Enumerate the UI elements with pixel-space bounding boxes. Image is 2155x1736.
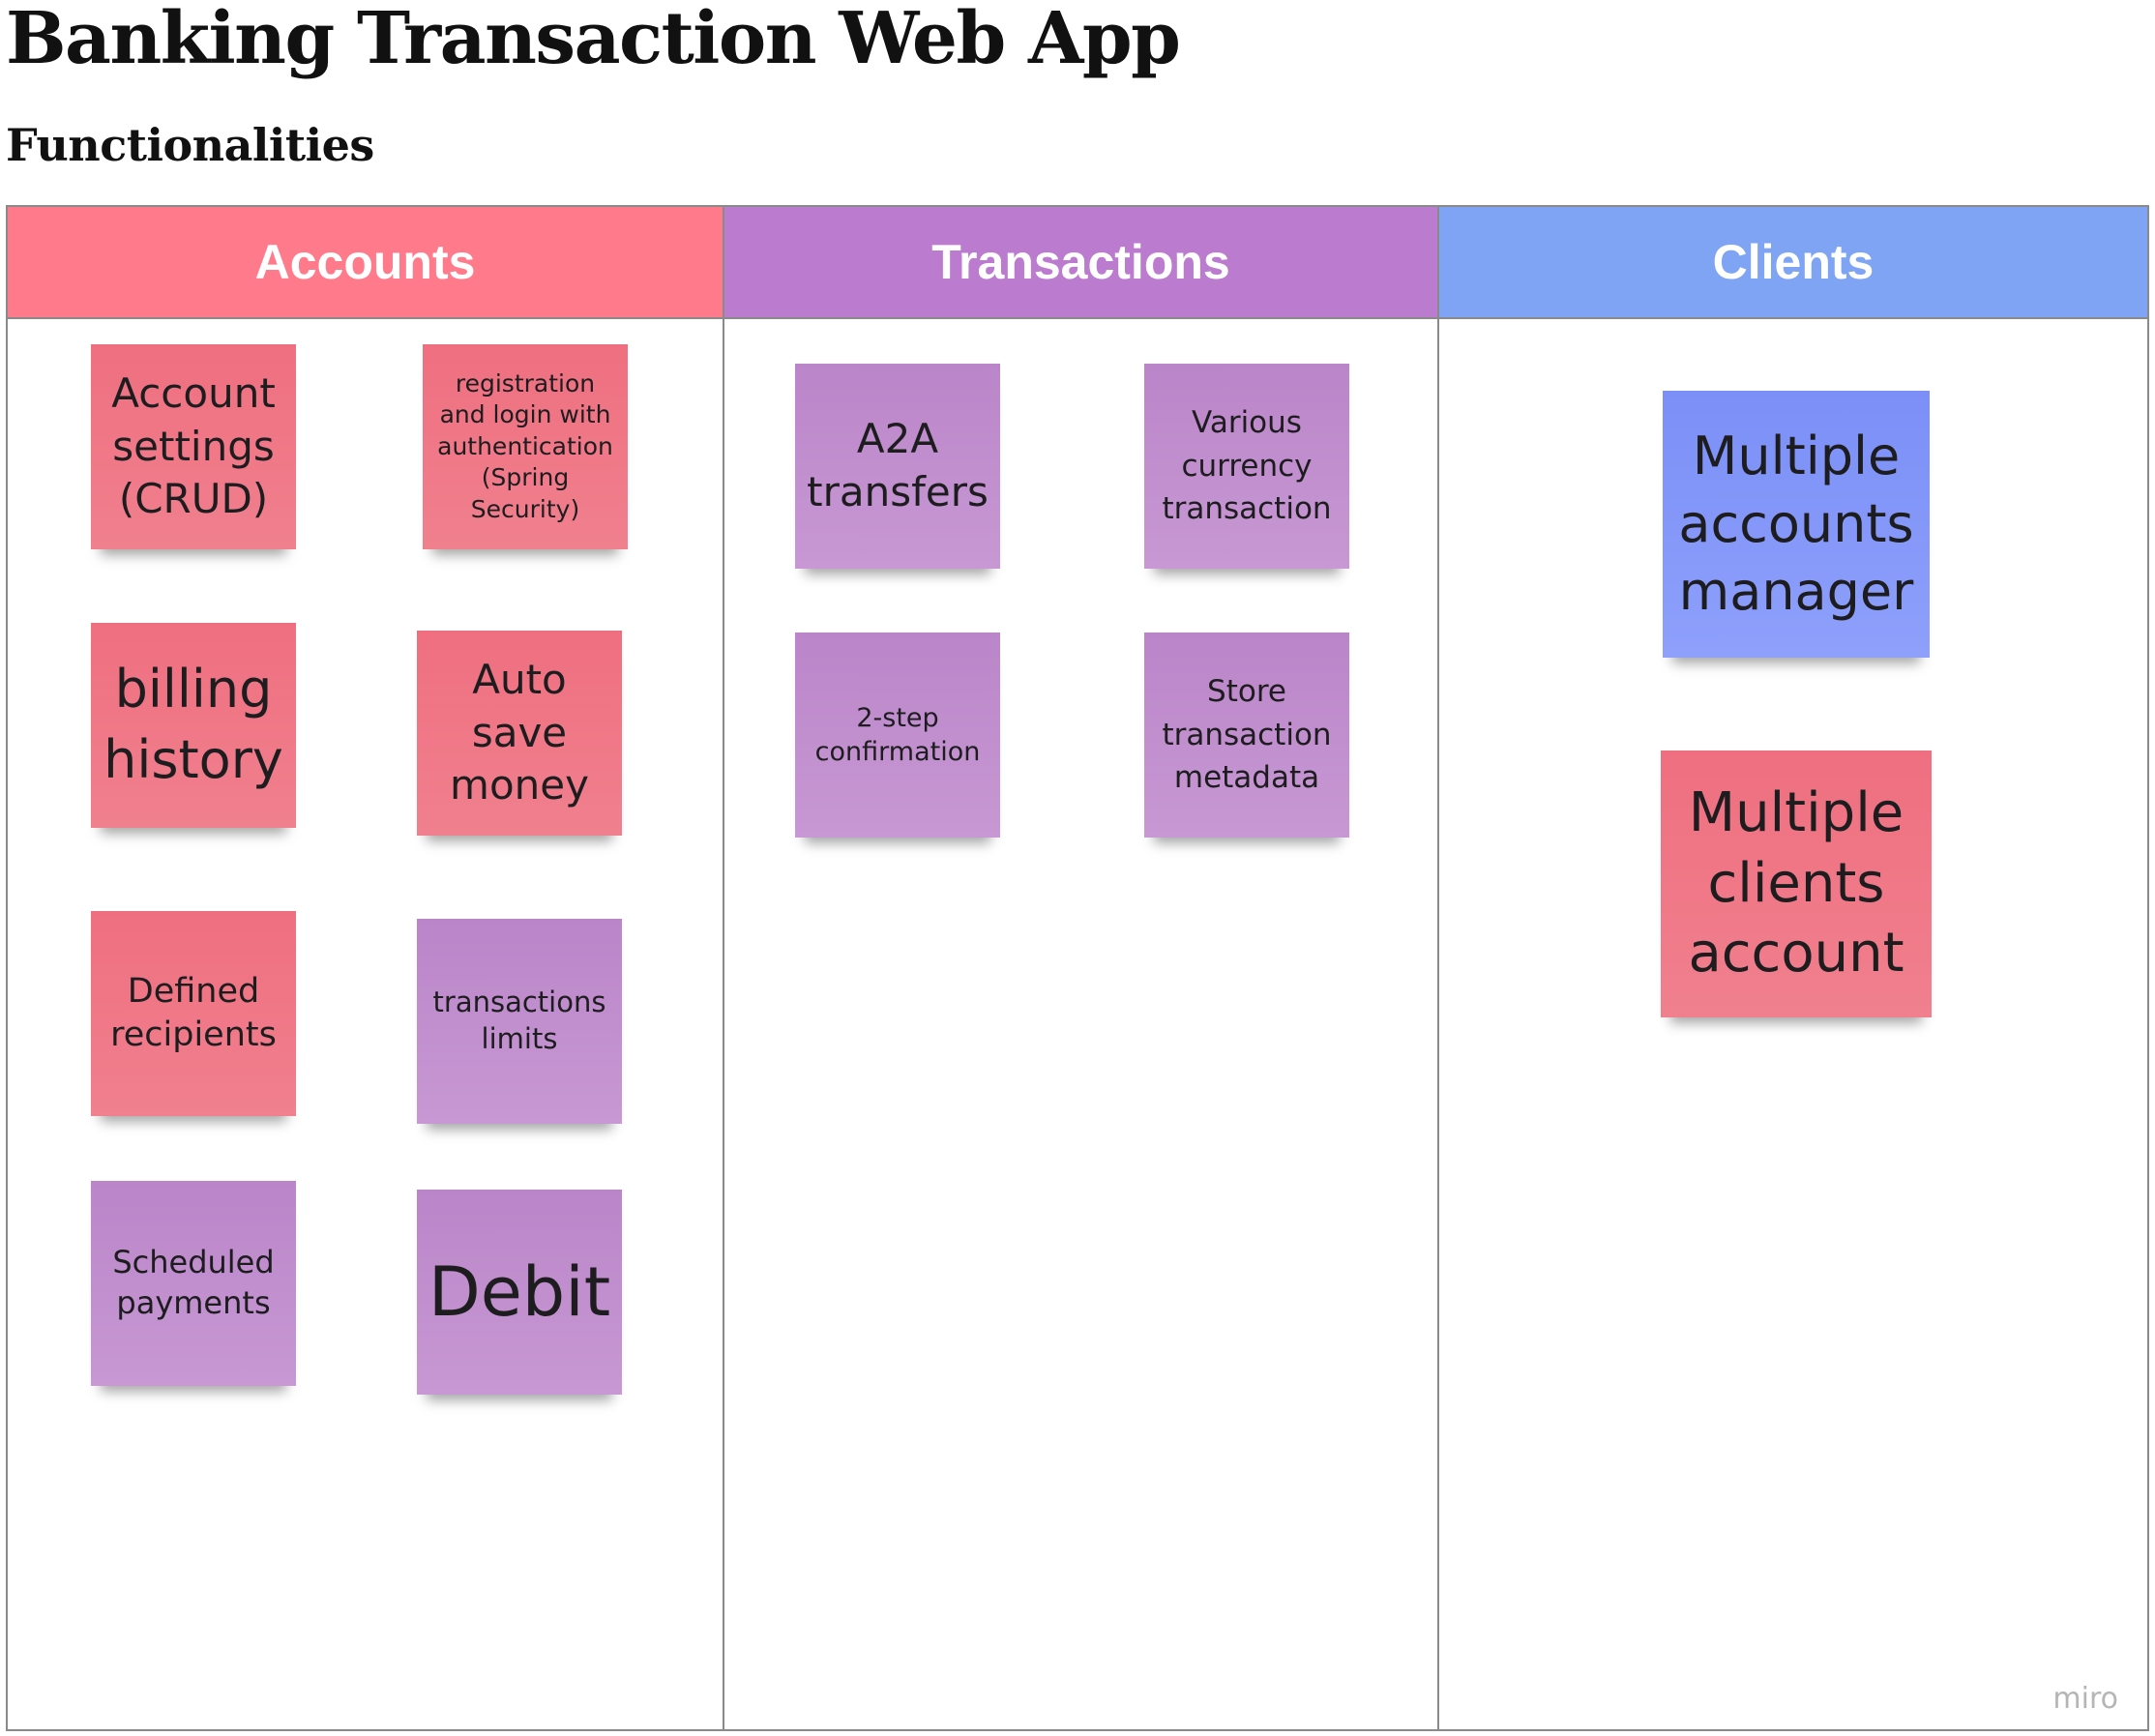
sticky-note-text: billing history bbox=[103, 659, 283, 790]
sticky-note-text: registration and login with authenticati… bbox=[437, 368, 613, 523]
sticky-note-text: Multiple clients account bbox=[1688, 780, 1904, 986]
column-header-transactions: Transactions bbox=[724, 207, 1437, 319]
sticky-note-multiple-clients-account[interactable]: Multiple clients account bbox=[1661, 750, 1932, 1017]
sticky-note-debit[interactable]: Debit bbox=[417, 1190, 622, 1395]
miro-logo: miro bbox=[2052, 1682, 2118, 1716]
page-title: Banking Transaction Web App bbox=[6, 0, 1181, 80]
sticky-note-multiple-accounts-manager[interactable]: Multiple accounts manager bbox=[1663, 391, 1930, 658]
sticky-note-text: A2A transfers bbox=[807, 415, 989, 515]
column-header-clients: Clients bbox=[1439, 207, 2147, 319]
page-subtitle: Functionalities bbox=[6, 119, 374, 171]
sticky-note-scheduled-payments[interactable]: Scheduled payments bbox=[91, 1181, 296, 1386]
kanban-board: Accounts Account settings (CRUD) registr… bbox=[6, 205, 2149, 1731]
column-header-accounts: Accounts bbox=[8, 207, 723, 319]
sticky-note-account-settings[interactable]: Account settings (CRUD) bbox=[91, 344, 296, 549]
sticky-note-text: Debit bbox=[428, 1251, 611, 1332]
sticky-note-transactions-limits[interactable]: transactions limits bbox=[417, 919, 622, 1124]
column-transactions: Transactions A2A transfers Various curre… bbox=[723, 207, 1437, 1729]
column-header-label: Clients bbox=[1712, 235, 1875, 289]
sticky-note-text: Auto save money bbox=[450, 656, 589, 809]
sticky-note-a2a-transfers[interactable]: A2A transfers bbox=[795, 364, 1000, 569]
sticky-note-billing-history[interactable]: billing history bbox=[91, 623, 296, 828]
sticky-note-defined-recipients[interactable]: Defined recipients bbox=[91, 911, 296, 1116]
sticky-note-text: Defined recipients bbox=[110, 971, 277, 1055]
sticky-note-text: Various currency transaction bbox=[1162, 404, 1332, 527]
sticky-note-text: Store transaction metadata bbox=[1162, 673, 1332, 796]
sticky-note-store-metadata[interactable]: Store transaction metadata bbox=[1144, 633, 1349, 838]
column-accounts: Accounts Account settings (CRUD) registr… bbox=[8, 207, 723, 1729]
sticky-note-text: Scheduled payments bbox=[112, 1244, 275, 1321]
sticky-note-text: 2-step confirmation bbox=[814, 702, 981, 767]
column-clients: Clients Multiple accounts manager Multip… bbox=[1437, 207, 2147, 1729]
sticky-note-two-step[interactable]: 2-step confirmation bbox=[795, 633, 1000, 838]
sticky-note-registration[interactable]: registration and login with authenticati… bbox=[423, 344, 628, 549]
column-header-label: Transactions bbox=[931, 235, 1230, 289]
sticky-note-text: transactions limits bbox=[432, 986, 606, 1055]
sticky-note-text: Account settings (CRUD) bbox=[111, 369, 276, 523]
column-header-label: Accounts bbox=[254, 235, 476, 289]
sticky-note-various-currency[interactable]: Various currency transaction bbox=[1144, 364, 1349, 569]
sticky-note-auto-save[interactable]: Auto save money bbox=[417, 631, 622, 836]
sticky-note-text: Multiple accounts manager bbox=[1678, 425, 1914, 623]
